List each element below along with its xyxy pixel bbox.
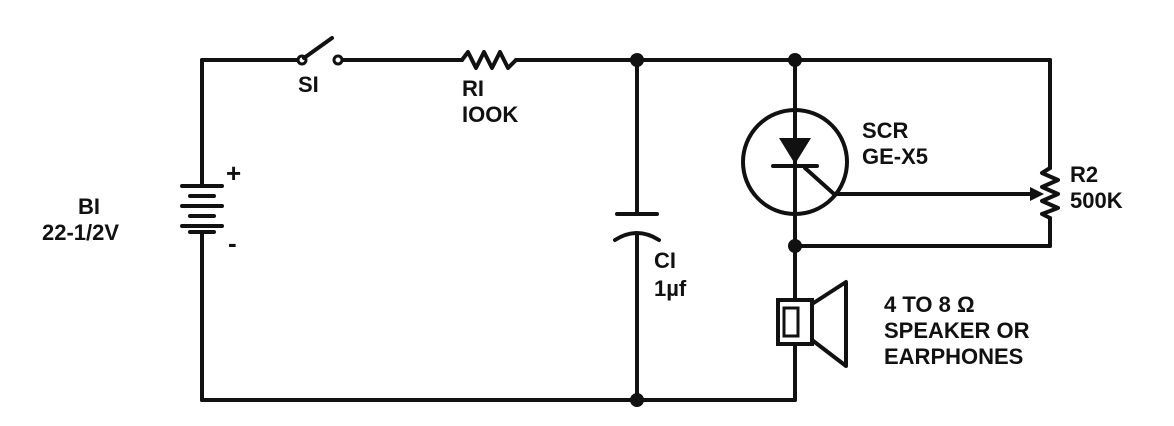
speaker: 4 TO 8 Ω SPEAKER OR EARPHONES [776,280,1030,369]
scr-thyristor: SCR GE-X5 [741,108,1044,216]
speaker-line2: SPEAKER OR [884,318,1030,343]
scr-part: GE-X5 [862,144,928,169]
resistor2-label: R2 [1070,162,1098,187]
resistor2-value: 500K [1070,188,1123,213]
resistor1-label: RI [462,76,484,101]
resistor-r1: RI IOOK [460,50,518,127]
capacitor-value: 1µf [654,276,687,301]
scr-label: SCR [862,118,909,143]
speaker-line3: EARPHONES [884,344,1023,369]
battery-value: 22-1/2V [42,220,119,245]
capacitor-c1: CI 1µf [613,212,687,301]
junction-dots [630,53,802,407]
capacitor-label: CI [654,248,676,273]
speaker-line1: 4 TO 8 Ω [884,292,975,317]
battery-label: BI [78,194,100,219]
battery-b1: + - BI 22-1/2V [42,158,241,258]
battery-plus: + [226,158,241,188]
resistor1-value: IOOK [462,102,518,127]
switch-s1: SI [296,36,344,97]
potentiometer-r2: R2 500K [1040,162,1123,220]
wiring [200,58,1052,402]
switch-label: SI [298,72,319,97]
battery-minus: - [228,228,237,258]
